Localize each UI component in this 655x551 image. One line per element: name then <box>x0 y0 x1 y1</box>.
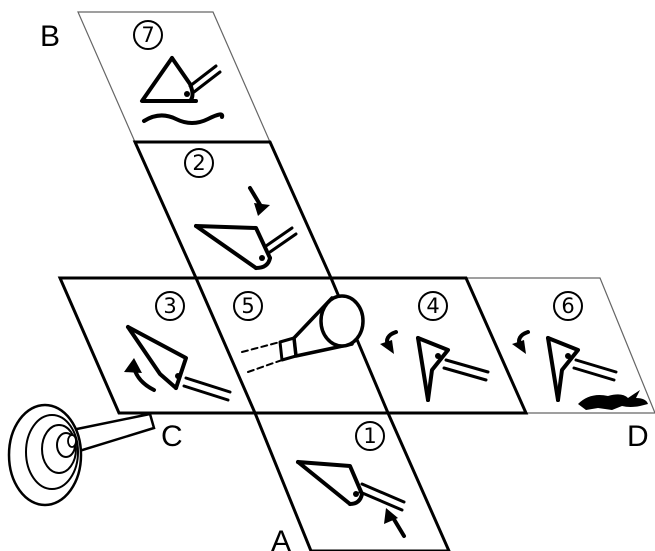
corner-label-a: A <box>271 525 291 551</box>
position-2-label: 2 <box>192 151 205 175</box>
position-4-label: 4 <box>426 294 439 318</box>
bucket-dump-arrow-icon <box>380 330 490 402</box>
position-1-label: 1 <box>363 424 376 448</box>
panel-7 <box>77 11 271 143</box>
panel-1 <box>252 411 451 551</box>
bucket-curl-arrow-icon <box>124 325 232 402</box>
joystick-knob-neutral-icon <box>241 294 365 373</box>
rabbit-icon <box>578 390 648 410</box>
corner-label-c: C <box>161 420 183 453</box>
position-3-label: 3 <box>163 294 176 318</box>
position-6-marker: 6 <box>553 291 583 321</box>
position-5-marker: 5 <box>233 291 263 321</box>
position-7-label: 7 <box>141 23 154 47</box>
bucket-lower-arrow-down-icon <box>194 186 298 270</box>
position-2-marker: 2 <box>184 148 214 178</box>
bucket-raise-arrow-up-icon <box>296 460 406 538</box>
bucket-float-wave-icon <box>140 56 225 125</box>
position-3-marker: 3 <box>155 291 185 321</box>
joystick-lever-icon <box>7 403 156 507</box>
position-5-label: 5 <box>241 294 254 318</box>
position-4-marker: 4 <box>418 291 448 321</box>
bucket-dump-fast-rabbit-icon <box>512 330 648 410</box>
corner-label-b: B <box>40 20 60 53</box>
panel-2 <box>132 140 334 280</box>
panel-4 <box>328 276 529 415</box>
position-6-label: 6 <box>561 294 574 318</box>
corner-label-d: D <box>627 420 649 453</box>
position-1-marker: 1 <box>355 421 385 451</box>
position-7-marker: 7 <box>133 20 163 50</box>
